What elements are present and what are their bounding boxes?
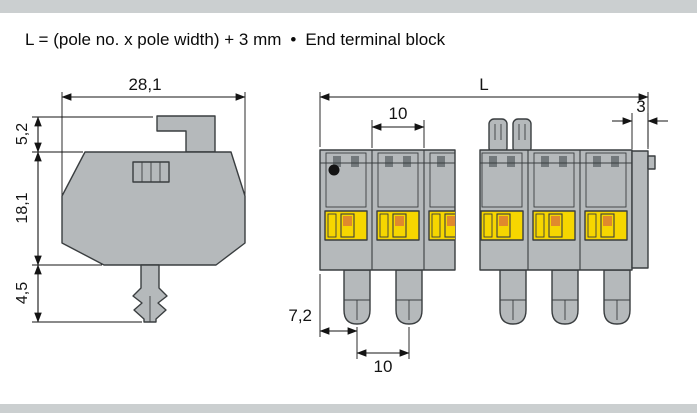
mount-foot (499, 269, 527, 325)
end-plate (631, 150, 649, 269)
side-snap-in-foot (132, 264, 168, 323)
dim-overall-width-label: 28,1 (128, 75, 161, 94)
caption-note: End terminal block (305, 30, 446, 49)
mount-foot (551, 269, 579, 325)
dim-foot-height-label: 4,5 (14, 282, 31, 304)
side-vent-grille (132, 161, 170, 183)
dim-end-plate-label: 3 (636, 97, 645, 116)
dim-heights: 5,2 18,1 4,5 (14, 116, 153, 323)
side-body (61, 151, 246, 266)
drawing-caption: L = (pole no. x pole width) + 3 mm • End… (25, 30, 445, 50)
block-left-section (319, 149, 456, 271)
dim-length-label: L (479, 75, 488, 94)
side-lever-tab (156, 115, 216, 153)
dim-overall-width: 28,1 (61, 75, 246, 196)
mount-foot (603, 269, 631, 325)
snap-prongs (488, 118, 532, 154)
dim-foot-offset-label: 7,2 (288, 306, 312, 325)
dim-pole-width: 10 (371, 104, 425, 148)
dim-foot-pitch-label: 10 (374, 357, 393, 376)
side-view: 28,1 (14, 75, 246, 323)
top-band (0, 0, 697, 13)
dim-pole-width-label: 10 (389, 104, 408, 123)
caption-bullet-separator: • (290, 30, 297, 49)
marking-dot (328, 164, 340, 176)
mount-foot (343, 269, 371, 325)
front-view: L 3 10 (288, 75, 668, 376)
side-profile (61, 115, 246, 323)
dim-tab-height-label: 5,2 (14, 123, 31, 145)
mount-foot (395, 269, 423, 325)
end-plate-tab (647, 155, 656, 170)
dim-end-plate: 3 (612, 97, 668, 149)
block-body (319, 149, 656, 271)
caption-formula: L = (pole no. x pole width) + 3 mm (25, 30, 282, 49)
block-right-section (479, 149, 633, 271)
mounting-feet (343, 269, 631, 325)
bottom-band (0, 404, 697, 413)
dim-foot-pitch: 10 (356, 327, 410, 376)
dim-body-height-label: 18,1 (14, 192, 31, 223)
dim-length: L (319, 75, 649, 147)
